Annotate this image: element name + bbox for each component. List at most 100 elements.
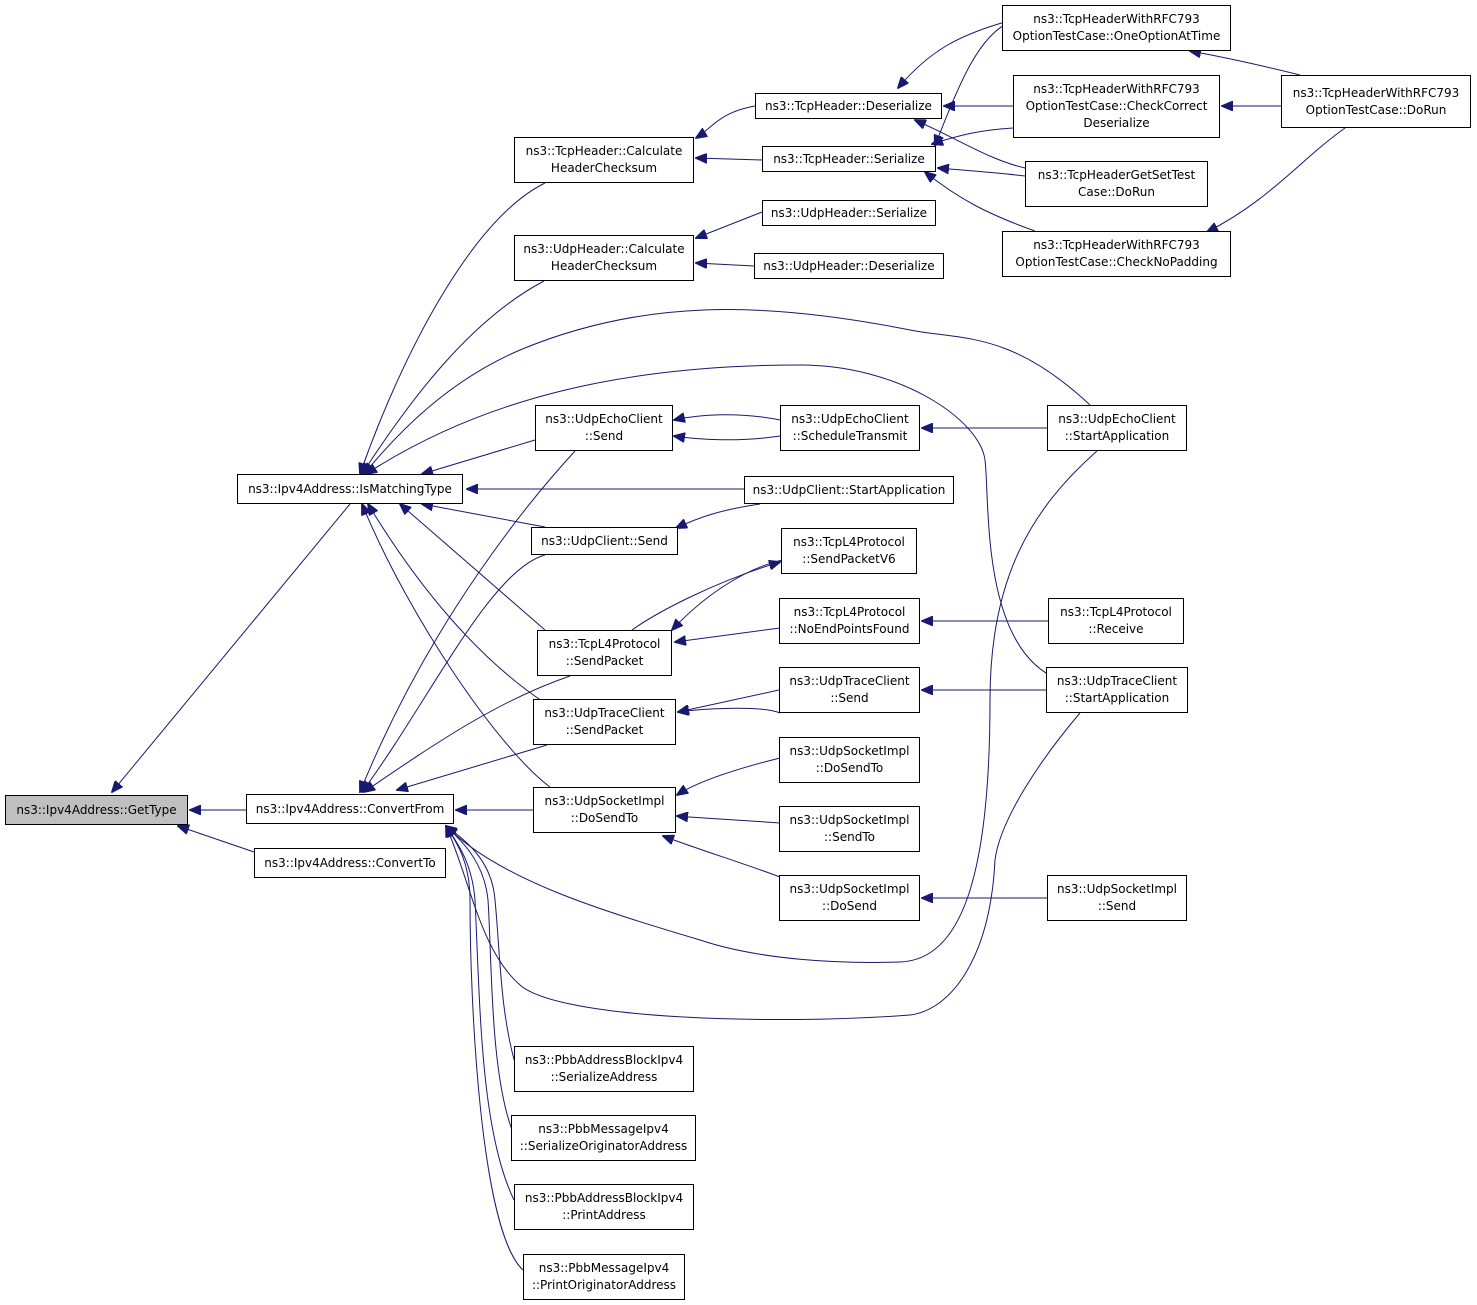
call-edge: [178, 826, 255, 853]
node-label-line: ns3::TcpHeaderWithRFC793: [1033, 12, 1200, 26]
call-edge: [677, 816, 781, 824]
node-udpsock-dosendto2[interactable]: ns3::UdpSocketImpl::DoSendTo: [779, 737, 920, 783]
node-label-line: ::SendPacket: [565, 654, 644, 668]
node-udpecho-schedule[interactable]: ns3::UdpEchoClient::ScheduleTransmit: [780, 405, 920, 451]
node-label-line: ::SendPacketV6: [802, 552, 896, 566]
node-label-line: ns3::PbbAddressBlockIpv4: [524, 1191, 684, 1205]
node-label-line: ns3::UdpHeader::Deserialize: [763, 258, 935, 273]
node-label-line: ::ScheduleTransmit: [792, 429, 908, 443]
node-label-line: ns3::UdpEchoClient: [545, 412, 663, 426]
call-edge: [663, 836, 781, 878]
node-tcp-serialize[interactable]: ns3::TcpHeader::Serialize: [762, 146, 936, 172]
call-edge: [397, 744, 548, 790]
node-udp-deserialize[interactable]: ns3::UdpHeader::Deserialize: [754, 253, 944, 279]
call-edge: [674, 436, 781, 440]
node-label-line: ::Send: [830, 691, 869, 705]
node-label-line: ns3::UdpSocketImpl: [544, 794, 665, 808]
node-label-line: ns3::UdpEchoClient: [1058, 412, 1176, 426]
node-udptrace-sendpacket[interactable]: ns3::UdpTraceClient::SendPacket: [533, 699, 676, 745]
call-edge: [915, 120, 1026, 169]
node-udpsock-dosendto[interactable]: ns3::UdpSocketImpl::DoSendTo: [533, 787, 676, 833]
node-label-line: ns3::UdpTraceClient: [544, 706, 665, 720]
call-edge: [112, 503, 351, 792]
node-label-line: ::Send: [584, 429, 624, 443]
node-pbb-msg-serialize[interactable]: ns3::PbbMessageIpv4::SerializeOriginator…: [511, 1115, 696, 1161]
node-label-line: OptionTestCase::OneOptionAtTime: [1012, 29, 1221, 43]
node-label-line: ns3::UdpHeader::Serialize: [770, 205, 928, 220]
node-label-line: OptionTestCase::CheckCorrect: [1025, 99, 1208, 113]
node-udpsock-sendto[interactable]: ns3::UdpSocketImpl::SendTo: [779, 806, 920, 852]
node-label-line: ns3::TcpHeader::Calculate: [525, 144, 683, 158]
call-edge: [368, 504, 546, 704]
node-label-line: ::NoEndPointsFound: [789, 622, 910, 636]
call-edge: [696, 211, 763, 238]
call-edge: [422, 439, 536, 474]
call-edge: [678, 689, 780, 712]
node-tcpl4-noend[interactable]: ns3::TcpL4Protocol::NoEndPointsFound: [779, 598, 920, 644]
call-edge: [696, 105, 756, 138]
node-label-line: ::SendPacket: [565, 723, 644, 737]
node-label-line: Case::DoRun: [1077, 185, 1156, 199]
node-pbb-msg-print[interactable]: ns3::PbbMessageIpv4::PrintOriginatorAddr…: [523, 1254, 685, 1300]
node-label-line: ns3::TcpHeaderWithRFC793: [1292, 85, 1460, 100]
call-edge: [364, 675, 571, 792]
node-label-line: ns3::UdpClient::StartApplication: [752, 482, 946, 497]
call-edge: [925, 172, 1036, 232]
call-edge: [360, 450, 576, 792]
node-udp-serialize[interactable]: ns3::UdpHeader::Serialize: [762, 200, 936, 226]
node-label-line: ns3::TcpHeaderWithRFC793: [1033, 238, 1200, 252]
call-edge: [362, 504, 551, 788]
call-edge: [677, 757, 781, 795]
node-pbb-block-serialize[interactable]: ns3::PbbAddressBlockIpv4::SerializeAddre…: [514, 1046, 694, 1092]
node-label-line: ns3::TcpL4Protocol: [793, 605, 906, 619]
node-udpecho-start[interactable]: ns3::UdpEchoClient::StartApplication: [1047, 405, 1187, 451]
node-label-line: ns3::TcpL4Protocol: [793, 535, 905, 549]
node-label-line: ns3::UdpSocketImpl: [789, 744, 910, 758]
node-tcpl4-receive[interactable]: ns3::TcpL4Protocol::Receive: [1048, 598, 1184, 644]
node-udpecho-send[interactable]: ns3::UdpEchoClient::Send: [535, 405, 673, 451]
node-label-line: ns3::UdpSocketImpl: [1057, 882, 1177, 896]
node-label-line: ::StartApplication: [1064, 429, 1170, 443]
call-edge: [1207, 127, 1346, 232]
call-edge: [364, 309, 1091, 474]
node-udpsock-send[interactable]: ns3::UdpSocketImpl::Send: [1047, 875, 1187, 921]
call-edge: [362, 280, 545, 474]
node-pbb-block-print[interactable]: ns3::PbbAddressBlockIpv4::PrintAddress: [514, 1184, 694, 1230]
node-label-line: ns3::Ipv4Address::ConvertFrom: [255, 801, 445, 816]
node-label-line: ns3::UdpEchoClient: [791, 412, 909, 426]
node-label-line: ns3::PbbAddressBlockIpv4: [524, 1053, 684, 1067]
node-udpclient-send[interactable]: ns3::UdpClient::Send: [531, 527, 678, 555]
node-udpsock-dosend[interactable]: ns3::UdpSocketImpl::DoSend: [779, 875, 920, 921]
node-label-line: ns3::TcpHeader::Serialize: [773, 151, 925, 166]
node-tcp-deserialize[interactable]: ns3::TcpHeader::Deserialize: [755, 93, 942, 119]
node-tcpl4-sendv6[interactable]: ns3::TcpL4Protocol::SendPacketV6: [781, 528, 917, 574]
node-udptrace-send[interactable]: ns3::UdpTraceClient::Send: [779, 667, 920, 713]
call-edge: [935, 21, 1011, 146]
call-edge: [362, 554, 546, 792]
node-label-line: ::SerializeOriginatorAddress: [519, 1139, 688, 1153]
node-ismatchingtype[interactable]: ns3::Ipv4Address::IsMatchingType: [237, 474, 463, 504]
node-label-line: ns3::UdpClient::Send: [541, 533, 668, 548]
node-label-line: HeaderChecksum: [550, 161, 658, 175]
node-tcpl4-sendpacket[interactable]: ns3::TcpL4Protocol::SendPacket: [537, 630, 672, 676]
node-label-line: ns3::PbbMessageIpv4: [538, 1261, 670, 1275]
node-label-line: ns3::UdpTraceClient: [789, 674, 910, 688]
node-label-line: ns3::Ipv4Address::GetType: [16, 802, 177, 817]
node-convertfrom[interactable]: ns3::Ipv4Address::ConvertFrom: [246, 794, 454, 824]
node-label-line: ::PrintOriginatorAddress: [531, 1278, 677, 1292]
node-convertto[interactable]: ns3::Ipv4Address::ConvertTo: [254, 848, 446, 878]
node-udpclient-start[interactable]: ns3::UdpClient::StartApplication: [744, 476, 954, 504]
node-label-line: ::StartApplication: [1064, 691, 1170, 705]
call-edge: [676, 503, 761, 528]
node-label-line: ::DoSendTo: [570, 811, 639, 825]
node-label-line: ::Receive: [1088, 622, 1144, 636]
node-label-line: ns3::TcpHeaderGetSetTest: [1037, 168, 1196, 182]
node-udptrace-start[interactable]: ns3::UdpTraceClient::StartApplication: [1046, 667, 1188, 713]
